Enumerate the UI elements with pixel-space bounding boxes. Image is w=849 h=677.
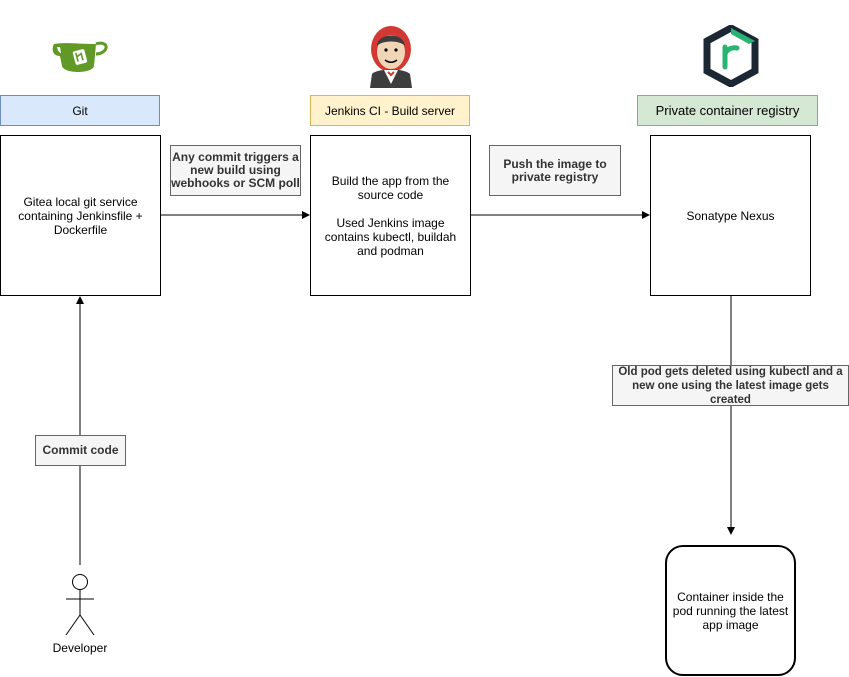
nexus-logo-icon (703, 25, 759, 87)
gitea-node: Gitea local git service containing Jenki… (0, 135, 161, 296)
nexus-node: Sonatype Nexus (650, 135, 811, 296)
push-image-label: Push the image to private registry (489, 145, 621, 196)
commit-triggers-label: Any commit triggers a new build using we… (170, 145, 301, 196)
git-header: Git (0, 95, 160, 126)
commit-code-label: Commit code (35, 435, 126, 466)
jenkins-header: Jenkins CI - Build server (310, 95, 470, 126)
old-pod-label: Old pod gets deleted using kubectl and a… (612, 365, 849, 406)
jenkins-logo-icon (370, 26, 412, 88)
gitea-logo-icon (52, 41, 108, 72)
jenkins-node: Build the app from the source code Used … (310, 135, 471, 296)
person-icon (65, 574, 95, 636)
registry-header: Private container registry (637, 95, 818, 126)
container-node: Container inside the pod running the lat… (665, 545, 796, 676)
developer-label: Developer (52, 641, 108, 655)
